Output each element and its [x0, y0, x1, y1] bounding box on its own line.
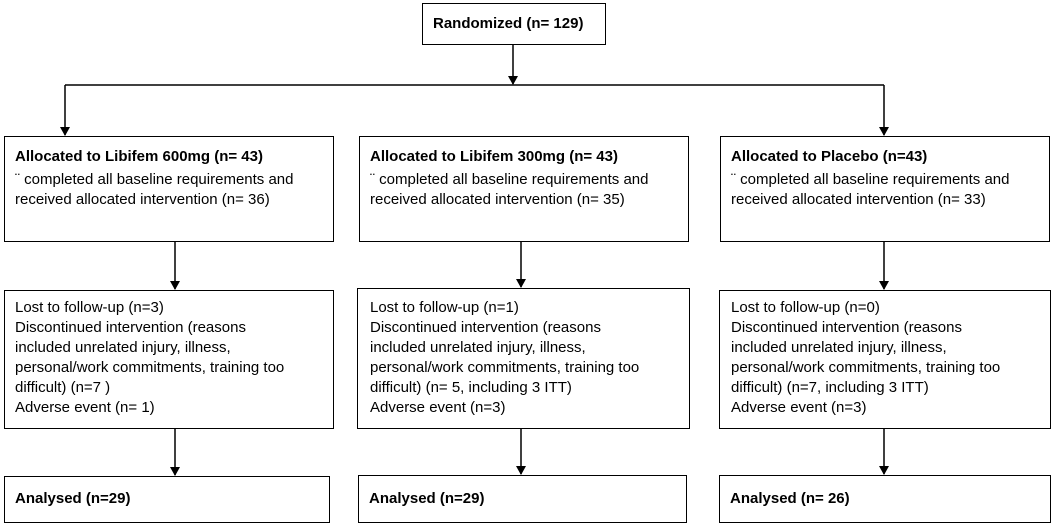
followup-box-libifem-300: Lost to follow-up (n=1) Discontinued int… — [357, 288, 690, 429]
analysed-box-libifem-600: Analysed (n=29) — [4, 476, 330, 523]
followup-line: included unrelated injury, illness, — [731, 339, 947, 356]
allocation-detail: ¨ completed all baseline requirements an… — [15, 171, 294, 188]
followup-line: difficult) (n=7, including 3 ITT) — [731, 379, 929, 396]
followup-line: Adverse event (n= 1) — [15, 399, 155, 416]
allocation-detail: received allocated intervention (n= 36) — [15, 191, 270, 208]
followup-line: Discontinued intervention (reasons — [731, 319, 962, 336]
followup-box-placebo: Lost to follow-up (n=0) Discontinued int… — [719, 290, 1051, 429]
allocation-box-libifem-300: Allocated to Libifem 300mg (n= 43) ¨ com… — [359, 136, 689, 242]
followup-line: difficult) (n= 5, including 3 ITT) — [370, 379, 572, 396]
followup-line: personal/work commitments, training too — [731, 359, 1001, 376]
followup-line: Lost to follow-up (n=3) — [15, 299, 164, 316]
followup-line: Discontinued intervention (reasons — [370, 319, 601, 336]
analysed-label: Analysed (n= 26) — [730, 490, 850, 507]
analysed-label: Analysed (n=29) — [15, 490, 131, 507]
followup-line: personal/work commitments, training too — [15, 359, 285, 376]
followup-box-libifem-600: Lost to follow-up (n=3) Discontinued int… — [4, 290, 334, 429]
allocation-detail: ¨ completed all baseline requirements an… — [731, 171, 1010, 188]
followup-line: Discontinued intervention (reasons — [15, 319, 246, 336]
allocation-title: Allocated to Libifem 600mg (n= 43) — [15, 148, 263, 165]
allocation-box-libifem-600: Allocated to Libifem 600mg (n= 43) ¨ com… — [4, 136, 334, 242]
allocation-detail: ¨ completed all baseline requirements an… — [370, 171, 649, 188]
followup-line: Adverse event (n=3) — [370, 399, 506, 416]
allocation-title: Allocated to Libifem 300mg (n= 43) — [370, 148, 618, 165]
followup-line: personal/work commitments, training too — [370, 359, 640, 376]
allocation-title: Allocated to Placebo (n=43) — [731, 148, 928, 165]
allocation-detail: received allocated intervention (n= 33) — [731, 191, 986, 208]
followup-line: Lost to follow-up (n=1) — [370, 299, 519, 316]
randomized-label: Randomized (n= 129) — [433, 15, 584, 32]
followup-line: Adverse event (n=3) — [731, 399, 867, 416]
followup-line: difficult) (n=7 ) — [15, 379, 111, 396]
allocation-box-placebo: Allocated to Placebo (n=43) ¨ completed … — [720, 136, 1050, 242]
randomized-box: Randomized (n= 129) — [422, 3, 606, 45]
analysed-label: Analysed (n=29) — [369, 490, 485, 507]
analysed-box-libifem-300: Analysed (n=29) — [358, 475, 687, 523]
followup-line: included unrelated injury, illness, — [370, 339, 586, 356]
followup-line: Lost to follow-up (n=0) — [731, 299, 880, 316]
allocation-detail: received allocated intervention (n= 35) — [370, 191, 625, 208]
followup-line: included unrelated injury, illness, — [15, 339, 231, 356]
analysed-box-placebo: Analysed (n= 26) — [719, 475, 1051, 523]
